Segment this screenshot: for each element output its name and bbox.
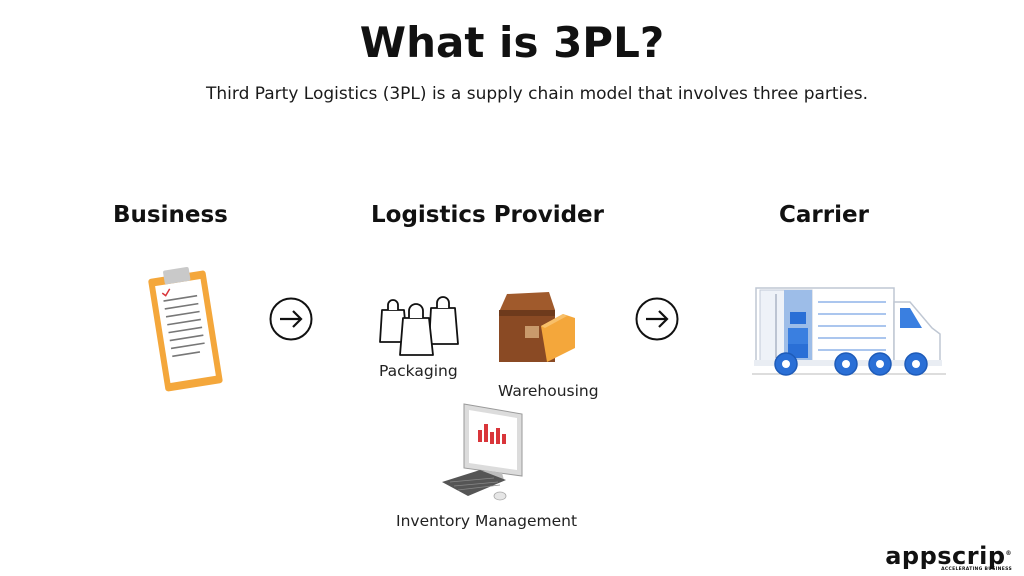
shopping-bags-icon — [379, 296, 459, 356]
boxes-icon — [499, 292, 575, 362]
brand-name: appscrip — [885, 542, 1006, 570]
arrow-right-circle-icon — [269, 297, 313, 341]
brand-logo: appscrip® ACCELERATING BUSINESS — [885, 541, 1012, 572]
page-title: What is 3PL? — [359, 18, 665, 67]
packaging-label: Packaging — [379, 362, 458, 380]
registered-mark: ® — [1005, 550, 1012, 557]
logistics-provider-heading: Logistics Provider — [371, 202, 604, 228]
computer-icon — [442, 403, 523, 501]
page-subtitle: Third Party Logistics (3PL) is a supply … — [206, 84, 868, 104]
carrier-heading: Carrier — [779, 202, 869, 228]
delivery-truck-icon — [752, 287, 946, 376]
arrow-right-circle-icon — [635, 297, 679, 341]
clipboard-icon — [148, 266, 223, 392]
business-heading: Business — [113, 202, 228, 228]
warehousing-label: Warehousing — [498, 382, 599, 400]
brand-tagline: ACCELERATING BUSINESS — [941, 567, 1012, 572]
inventory-management-label: Inventory Management — [396, 512, 578, 530]
